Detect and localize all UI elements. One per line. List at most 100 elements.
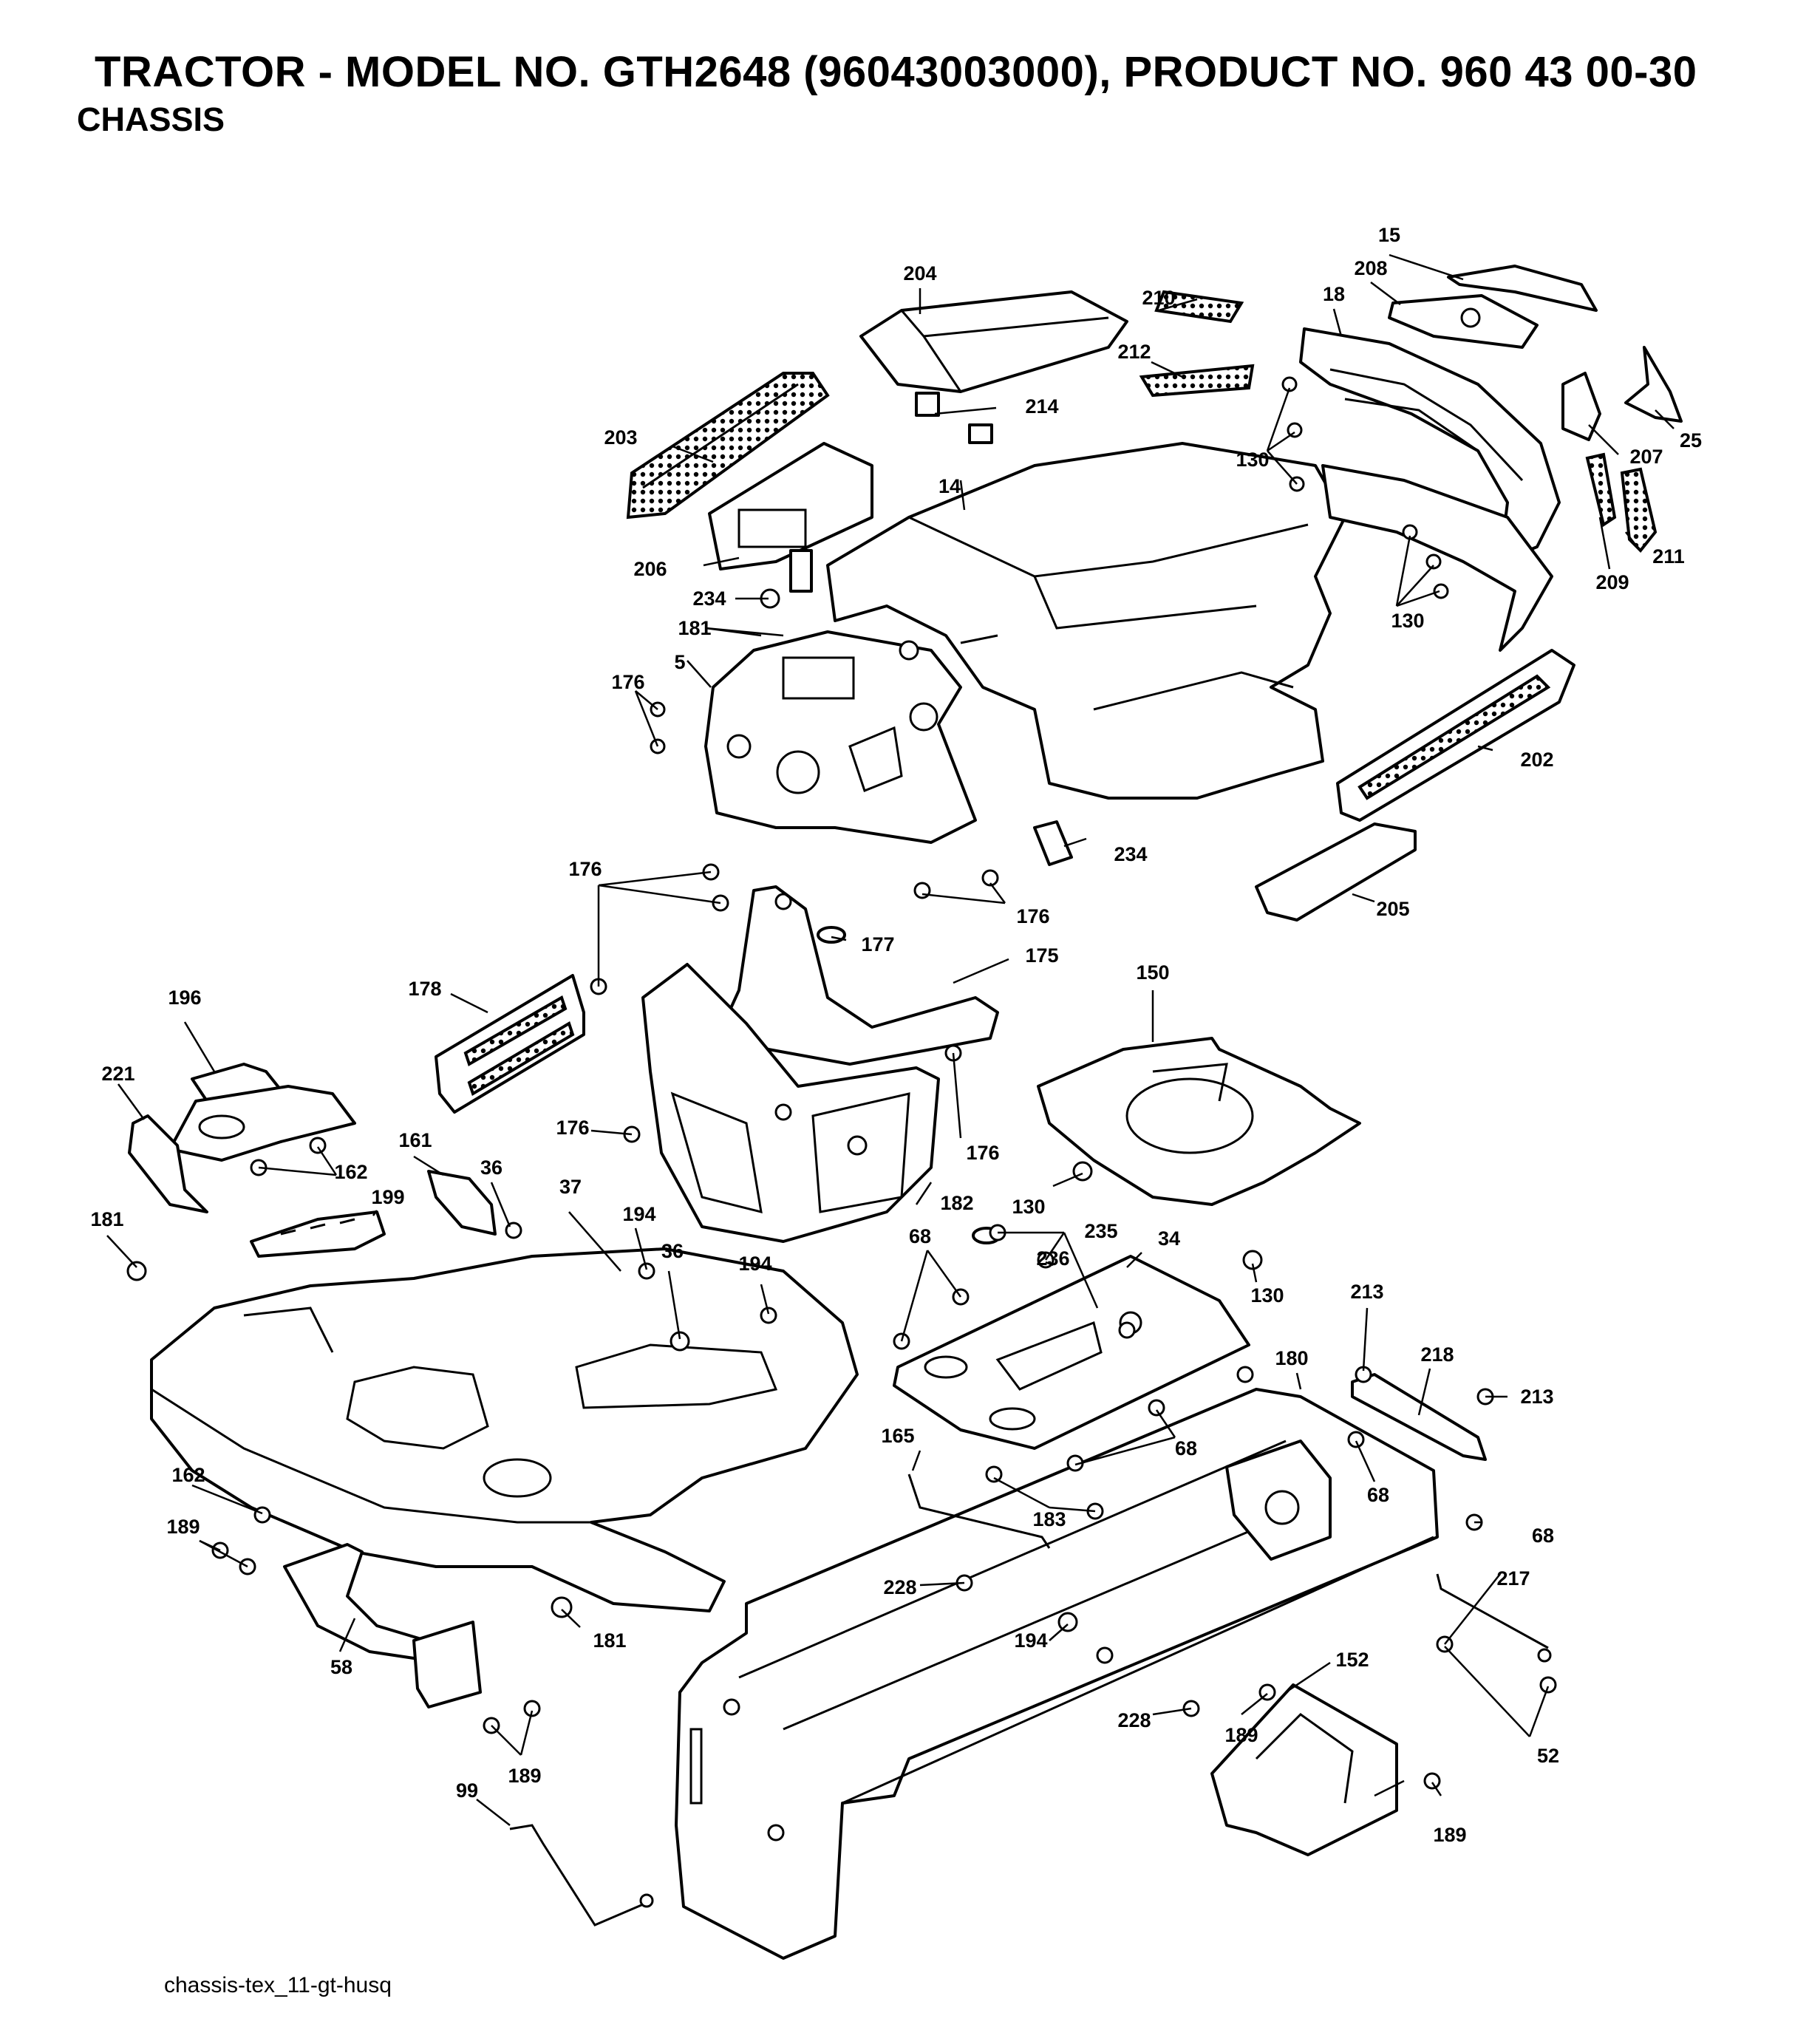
callout-202: 202 [1520,749,1553,771]
callout-25: 25 [1680,429,1702,452]
callout-217: 217 [1496,1567,1530,1590]
callout-5: 5 [674,651,685,673]
callout-236: 236 [1036,1247,1069,1270]
callout-68-right: 68 [1367,1484,1389,1506]
hood-lid-204 [859,290,1128,393]
callout-130-right-mid: 130 [1250,1284,1284,1307]
grille-strip-209 [1585,452,1617,528]
callout-218: 218 [1420,1343,1454,1366]
vent-panel-178 [435,974,585,1114]
callout-207: 207 [1629,446,1663,468]
callout-181-left: 181 [90,1208,123,1230]
callout-130-mid: 130 [1012,1196,1045,1218]
callout-214: 214 [1025,395,1058,418]
callout-221: 221 [101,1063,134,1085]
callout-176-mid-left: 176 [568,858,602,880]
callout-234-upper: 234 [692,587,726,610]
callout-183: 183 [1032,1508,1066,1530]
callout-labels: 15 204 208 210 18 212 214 25 203 130 207… [90,224,1702,1846]
dash-panel-182 [641,963,940,1243]
callout-165: 165 [881,1425,914,1447]
cover-221 [128,1114,208,1213]
callout-182: 182 [940,1192,973,1214]
callout-52: 52 [1537,1745,1559,1767]
callout-205: 205 [1376,898,1409,920]
callout-176-left: 176 [556,1117,589,1139]
callout-150: 150 [1136,961,1169,984]
rod-99 [509,1824,647,1927]
callout-213-top: 213 [1350,1281,1383,1303]
rod-165 [907,1474,1051,1549]
callout-189-lower-right: 189 [1433,1824,1466,1846]
clips-214 [915,392,993,444]
callout-235: 235 [1084,1220,1117,1242]
callout-194-mid: 194 [738,1253,771,1275]
callout-152: 152 [1335,1649,1369,1671]
callout-36-left: 36 [480,1156,502,1179]
fender-body-37 [150,1247,859,1612]
grille-insert-212 [1139,364,1255,398]
grille-203 [626,372,830,519]
mount-plate-34 [893,1255,1250,1450]
decal-234-lower [1033,820,1073,866]
callout-161: 161 [398,1129,432,1151]
callout-176-right: 176 [966,1142,999,1164]
hood-14 [826,442,1346,800]
frame-180 [675,1388,1439,1960]
callout-99: 99 [456,1779,478,1802]
drawing-id: chassis-tex_11-gt-husq [164,1973,392,1997]
callout-176-upper: 176 [611,671,644,693]
callout-180: 180 [1275,1347,1308,1369]
callout-213-right: 213 [1520,1386,1553,1408]
callout-228-upper: 228 [883,1576,916,1598]
callout-196: 196 [168,987,201,1009]
callout-162-lower: 162 [171,1464,205,1486]
bushing-177 [817,926,846,944]
callout-212: 212 [1117,341,1151,363]
bar-218 [1351,1373,1487,1461]
callout-178: 178 [408,978,441,1000]
callout-36-mid: 36 [661,1240,684,1262]
callout-175: 175 [1025,944,1058,967]
callout-189-upper-left: 189 [166,1516,200,1538]
callout-189-lower-left: 189 [508,1765,541,1787]
callout-37: 37 [559,1176,582,1198]
callout-209: 209 [1595,571,1629,593]
decal-234-upper [789,549,813,593]
leader-lines [106,253,1675,1826]
callout-194-lower: 194 [1014,1629,1047,1652]
grille-202 [1336,649,1575,822]
callout-181-upper: 181 [678,617,711,639]
bracket-58 [283,1543,482,1709]
callout-210: 210 [1142,287,1175,309]
callout-14: 14 [938,475,961,497]
callout-181-lower: 181 [593,1629,626,1652]
console-5 [704,630,977,844]
callout-204: 204 [903,262,936,285]
rod-217 [1436,1573,1549,1649]
bumper-right-130-panel [1321,464,1553,652]
callout-206: 206 [633,558,667,580]
callout-194-left: 194 [622,1203,655,1225]
fuel-cap-196 [168,1063,356,1162]
callout-189-mid: 189 [1224,1724,1258,1746]
callout-15: 15 [1378,224,1400,246]
callout-203: 203 [604,426,637,449]
callout-176-mid-right: 176 [1016,905,1049,927]
shield-152 [1210,1683,1398,1856]
callout-228-lower: 228 [1117,1709,1151,1731]
callout-162-upper: 162 [334,1161,367,1183]
bracket-175 [719,885,999,1066]
callout-68-mid: 68 [1175,1437,1197,1459]
callout-68-top: 68 [909,1225,931,1247]
section-subtitle: CHASSIS [77,101,225,138]
grille-insert-210 [1154,290,1244,324]
page-title: TRACTOR - MODEL NO. GTH2648 (96043003000… [95,48,1697,96]
clip-199 [250,1210,386,1258]
callout-34: 34 [1158,1227,1180,1250]
callout-58: 58 [330,1656,352,1678]
side-panel-15 [1447,265,1598,312]
grille-strip-211 [1620,467,1658,553]
panel-205 [1255,822,1417,921]
